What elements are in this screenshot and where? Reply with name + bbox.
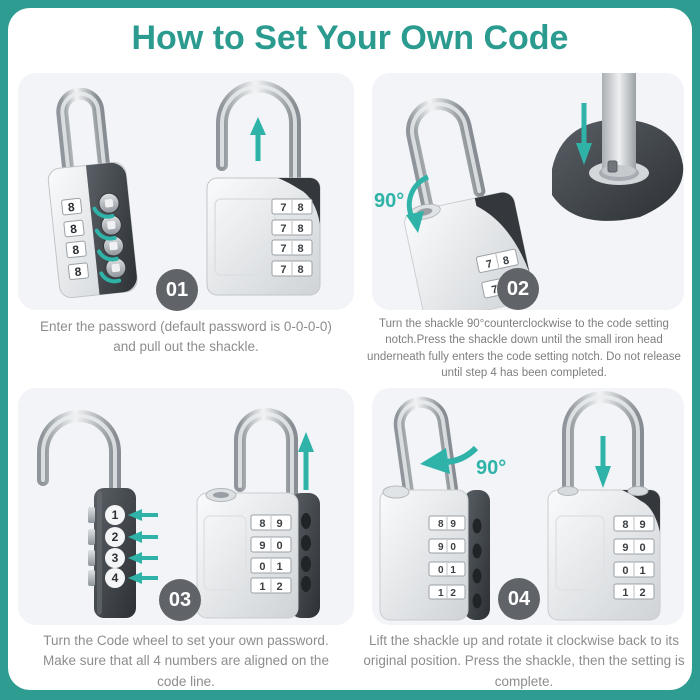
code-digits: 0 1 <box>438 565 458 576</box>
code-digits: 7 8 <box>485 254 514 271</box>
step1-illustration: 8 8 8 8 <box>47 80 321 299</box>
turn-wheel-arrow-icons <box>92 206 122 284</box>
angle-label: 90° <box>476 457 506 479</box>
page-title: How to Set Your Own Code <box>131 19 569 57</box>
padlock-front-silver: 7 8 7 8 7 8 7 8 <box>206 80 321 296</box>
code-digit: 8 <box>69 222 77 237</box>
lock-body <box>379 489 469 621</box>
code-digits: 1 2 <box>259 581 286 593</box>
padlock-angled-silver: 8 9 9 0 0 1 1 2 <box>196 408 320 619</box>
code-digit-windows: 8 8 8 8 <box>61 197 90 281</box>
angle-label: 90° <box>374 190 404 212</box>
step2-illustration: 7 8 7 8 90° <box>374 73 684 310</box>
lock-body <box>196 492 299 619</box>
step-number-badge: 04 <box>498 578 540 620</box>
shackle <box>234 408 298 506</box>
step1-card: 8 8 8 8 <box>18 73 354 310</box>
notch-detail-inset <box>552 73 684 221</box>
code-digit: 8 <box>72 243 80 258</box>
padlock-side-dark: 1 2 3 4 <box>37 410 158 618</box>
code-setting-notch <box>382 485 410 499</box>
code-digits: 7 8 <box>280 223 307 235</box>
code-digits: 0 1 <box>622 565 649 577</box>
side-holes <box>301 513 311 592</box>
up-arrow-icon <box>250 117 266 161</box>
code-digits: 8 9 <box>438 519 458 530</box>
rotate-90-annotation: 90° <box>374 174 430 233</box>
code-digits: 7 8 <box>280 202 307 214</box>
code-wheels <box>98 192 127 279</box>
wheel-number: 1 <box>112 508 119 522</box>
code-digits: 1 2 <box>438 588 458 599</box>
code-digits: 1 2 <box>622 587 649 599</box>
step4-card: 8 9 9 0 0 1 1 2 90° <box>372 388 684 625</box>
code-digit: 8 <box>74 264 82 279</box>
wheel-number-badges: 1 2 3 4 <box>105 505 125 588</box>
rotate-arrow-icon <box>420 448 450 474</box>
code-digits: 7 8 <box>280 243 307 255</box>
code-digits: 9 0 <box>259 540 286 552</box>
wheel-number: 3 <box>112 551 119 565</box>
shackle <box>393 396 459 501</box>
down-arrow-icon <box>595 436 611 488</box>
left-arrow-icons <box>128 509 158 584</box>
up-arrow-icon <box>298 432 314 490</box>
rotate-90-annotation: 90° <box>420 445 506 479</box>
down-arrow-icon <box>576 103 592 165</box>
code-digit-windows: 8 9 9 0 0 1 1 2 <box>613 515 655 600</box>
step-caption: Enter the password (default password is … <box>40 319 332 355</box>
shackle-post <box>602 73 636 171</box>
code-digits: 9 0 <box>438 542 458 553</box>
step-caption: Turn the shackle 90°counterclockwise to … <box>367 318 681 379</box>
padlock-rotate-back: 8 9 9 0 0 1 1 2 90° <box>379 396 506 621</box>
code-digits: 7 8 <box>280 264 307 276</box>
step-caption: Lift the shackle up and rotate it clockw… <box>363 633 685 689</box>
padlock-front-closed: 8 9 9 0 0 1 1 2 <box>547 391 661 621</box>
iron-head <box>607 160 618 173</box>
wheel-number: 2 <box>112 530 119 544</box>
step-number-badge: 01 <box>156 269 198 311</box>
step3-illustration: 1 2 3 4 <box>37 408 320 619</box>
padlock-angled-dark: 8 8 8 8 <box>47 87 138 299</box>
wheel-edges <box>88 507 95 586</box>
code-digit-windows: 7 8 7 8 7 8 7 8 <box>271 198 313 277</box>
code-digits: 0 1 <box>259 561 286 573</box>
rotate-arrow-icon <box>406 211 424 233</box>
side-holes <box>472 518 482 609</box>
step-number-badge: 03 <box>159 579 201 621</box>
code-digits: 8 9 <box>622 519 649 531</box>
step4-illustration: 8 9 9 0 0 1 1 2 90° <box>379 391 661 621</box>
code-digit-windows: 8 9 9 0 0 1 1 2 <box>428 515 466 600</box>
wheel-number: 4 <box>112 571 119 585</box>
step-number-badge: 02 <box>497 268 539 310</box>
code-digit: 8 <box>67 200 75 215</box>
lock-body <box>206 177 321 296</box>
code-digits: 8 9 <box>259 518 286 530</box>
code-digits: 9 0 <box>622 542 649 554</box>
step-caption: Turn the Code wheel to set your own pass… <box>43 633 329 689</box>
code-digit-windows: 8 9 9 0 0 1 1 2 <box>250 514 292 594</box>
